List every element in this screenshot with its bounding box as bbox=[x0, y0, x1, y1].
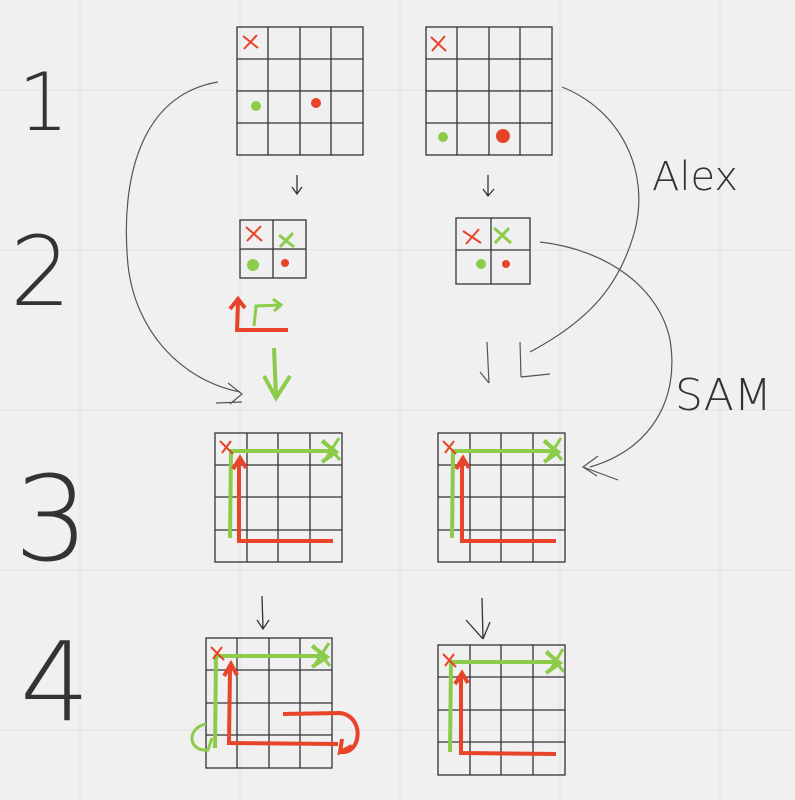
path-red bbox=[222, 659, 360, 756]
dot-green bbox=[438, 132, 448, 142]
row-label-4: 4 bbox=[20, 618, 90, 746]
dot-green bbox=[476, 259, 486, 269]
connector-sam-curve bbox=[539, 241, 673, 468]
dot-green bbox=[247, 259, 259, 271]
path-green bbox=[228, 439, 340, 539]
path-red bbox=[454, 454, 556, 543]
x-mark-green bbox=[493, 226, 512, 245]
path-green bbox=[450, 439, 562, 539]
row-label-1: 1 bbox=[18, 56, 69, 149]
grid-row2-right bbox=[455, 217, 531, 285]
x-mark-red bbox=[219, 440, 234, 455]
direction-green-icon bbox=[252, 297, 284, 327]
path-red bbox=[231, 454, 333, 543]
x-mark-red bbox=[242, 34, 259, 50]
grid-row1-right bbox=[425, 26, 553, 156]
dot-red bbox=[311, 98, 321, 108]
path-green bbox=[448, 650, 564, 753]
name-label-sam: SAM bbox=[675, 370, 772, 421]
dot-green bbox=[251, 101, 261, 111]
x-mark-green bbox=[278, 231, 295, 249]
grid-row4-left bbox=[205, 637, 333, 769]
x-mark-red bbox=[462, 228, 482, 245]
name-label-alex: Alex bbox=[652, 154, 738, 200]
x-mark-red bbox=[430, 35, 447, 52]
x-mark-green bbox=[543, 437, 564, 461]
direction-red-icon bbox=[228, 295, 288, 333]
dot-red bbox=[496, 129, 510, 143]
arrow-tip-icon bbox=[215, 382, 243, 405]
x-mark-red bbox=[210, 646, 225, 661]
arrow-down-icon bbox=[291, 175, 303, 196]
arrow-down-icon bbox=[256, 595, 270, 631]
path-red bbox=[453, 669, 557, 756]
arrow-tip-icon bbox=[479, 341, 551, 384]
dot-red bbox=[281, 259, 289, 267]
x-mark-green bbox=[311, 642, 332, 667]
grid-row1-left bbox=[236, 26, 364, 156]
arrow-down-icon bbox=[465, 597, 491, 640]
loop-green-icon bbox=[190, 722, 214, 752]
connector-left-curve bbox=[125, 81, 241, 393]
grid-row2-left bbox=[239, 219, 307, 279]
row-label-2: 2 bbox=[10, 216, 71, 328]
x-mark-red bbox=[442, 440, 457, 455]
arrow-tip-icon bbox=[581, 455, 619, 481]
x-mark-green bbox=[321, 437, 342, 461]
big-green-down-arrow-icon bbox=[262, 347, 292, 402]
x-mark-red bbox=[442, 653, 457, 668]
arrow-down-icon bbox=[482, 175, 495, 198]
row-label-3: 3 bbox=[14, 450, 89, 588]
connector-alex-curve bbox=[529, 86, 640, 353]
x-mark-red bbox=[245, 225, 263, 242]
dot-red bbox=[502, 260, 510, 268]
x-mark-green bbox=[545, 648, 566, 673]
